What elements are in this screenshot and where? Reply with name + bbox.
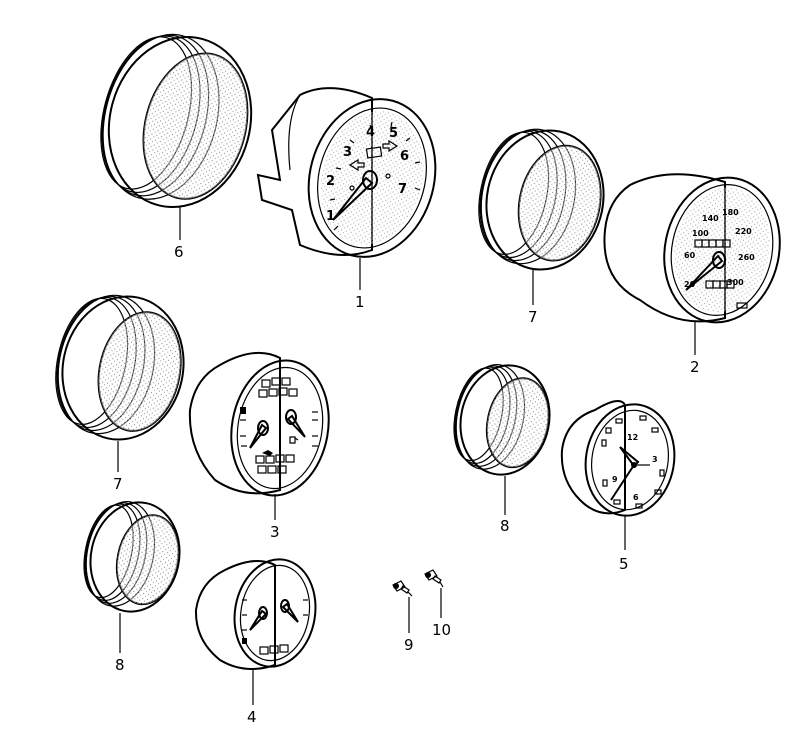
- warning-lamp-windows-top: [258, 377, 298, 398]
- bulb-socket-9: [392, 580, 413, 597]
- trim-ring-7-lower: [55, 294, 185, 441]
- trim-ring-7-upper: [478, 128, 605, 271]
- speedometer-2: 20 60 100 140 180 220 260 300: [603, 173, 781, 324]
- oil-can-icon: [262, 450, 273, 456]
- callout-6: 6: [174, 243, 184, 261]
- callout-8-right: 8: [500, 517, 510, 535]
- tach-number-4: 4: [366, 125, 375, 140]
- trim-ring-8-right: [453, 363, 551, 476]
- clock-number-6: 6: [633, 493, 639, 502]
- clock-5: 12 3 6 9: [560, 400, 676, 517]
- speedo-number-260: 260: [738, 253, 755, 262]
- tach-number-6: 6: [400, 149, 409, 164]
- bulb-socket-10: [424, 569, 444, 588]
- leader-lines: [117, 206, 696, 705]
- tach-number-5: 5: [389, 126, 398, 141]
- speedo-number-20: 20: [684, 280, 696, 289]
- clock-number-12: 12: [627, 433, 638, 442]
- speedo-number-220: 220: [735, 227, 752, 236]
- callout-3: 3: [270, 523, 280, 541]
- callout-4: 4: [247, 708, 257, 726]
- tach-needle: [332, 176, 374, 221]
- callout-1: 1: [355, 293, 365, 311]
- gauge-4-lamp-windows: [259, 644, 289, 655]
- trim-ring-8-left: [83, 500, 181, 613]
- clock-hour-markers: [601, 415, 665, 509]
- tach-number-7: 7: [398, 182, 407, 197]
- odometer-window-lower: [705, 280, 735, 289]
- gauge-3-tick-marks: [240, 411, 318, 447]
- speedo-number-300: 300: [727, 278, 744, 287]
- trim-ring-6: [100, 33, 253, 209]
- tach-number-3: 3: [343, 145, 352, 160]
- callout-2: 2: [690, 358, 700, 376]
- gauge-4-right-needle: [281, 602, 299, 623]
- clock-minute-hand: [610, 464, 635, 501]
- speedo-needle: [685, 254, 724, 291]
- callout-5: 5: [619, 555, 629, 573]
- speedo-number-140: 140: [702, 214, 719, 223]
- left-arrow-indicator-icon: [348, 158, 365, 172]
- combination-gauge-3: [188, 351, 330, 497]
- right-arrow-indicator-icon: [382, 139, 399, 153]
- tachometer-1: 1 2 3 4 5 6 7: [256, 87, 437, 258]
- callout-10: 10: [432, 621, 451, 639]
- callout-9: 9: [404, 636, 414, 654]
- callout-8-left: 8: [115, 656, 125, 674]
- oil-pressure-needle: [249, 423, 268, 449]
- clock-number-3: 3: [652, 455, 658, 464]
- gauge-4-left-needle: [249, 609, 268, 631]
- speedo-number-180: 180: [722, 208, 739, 217]
- warning-lamp-windows-bottom: [255, 454, 295, 474]
- callout-7-lower: 7: [113, 475, 123, 493]
- speedo-number-100: 100: [692, 229, 709, 238]
- odometer-window-upper: [694, 239, 731, 248]
- trip-reset-knob: [736, 302, 748, 309]
- callout-7-upper: 7: [528, 308, 538, 326]
- dual-gauge-4: [194, 558, 317, 670]
- tach-number-1: 1: [326, 209, 335, 224]
- speedo-number-60: 60: [684, 251, 696, 260]
- gauge-4-tick-marks: [242, 599, 308, 631]
- fuel-pump-icon: [289, 436, 299, 444]
- clock-number-9: 9: [612, 475, 618, 484]
- tach-number-2: 2: [326, 174, 335, 189]
- tachometer-tick-marks: [329, 121, 421, 231]
- fuel-needle: [286, 414, 306, 438]
